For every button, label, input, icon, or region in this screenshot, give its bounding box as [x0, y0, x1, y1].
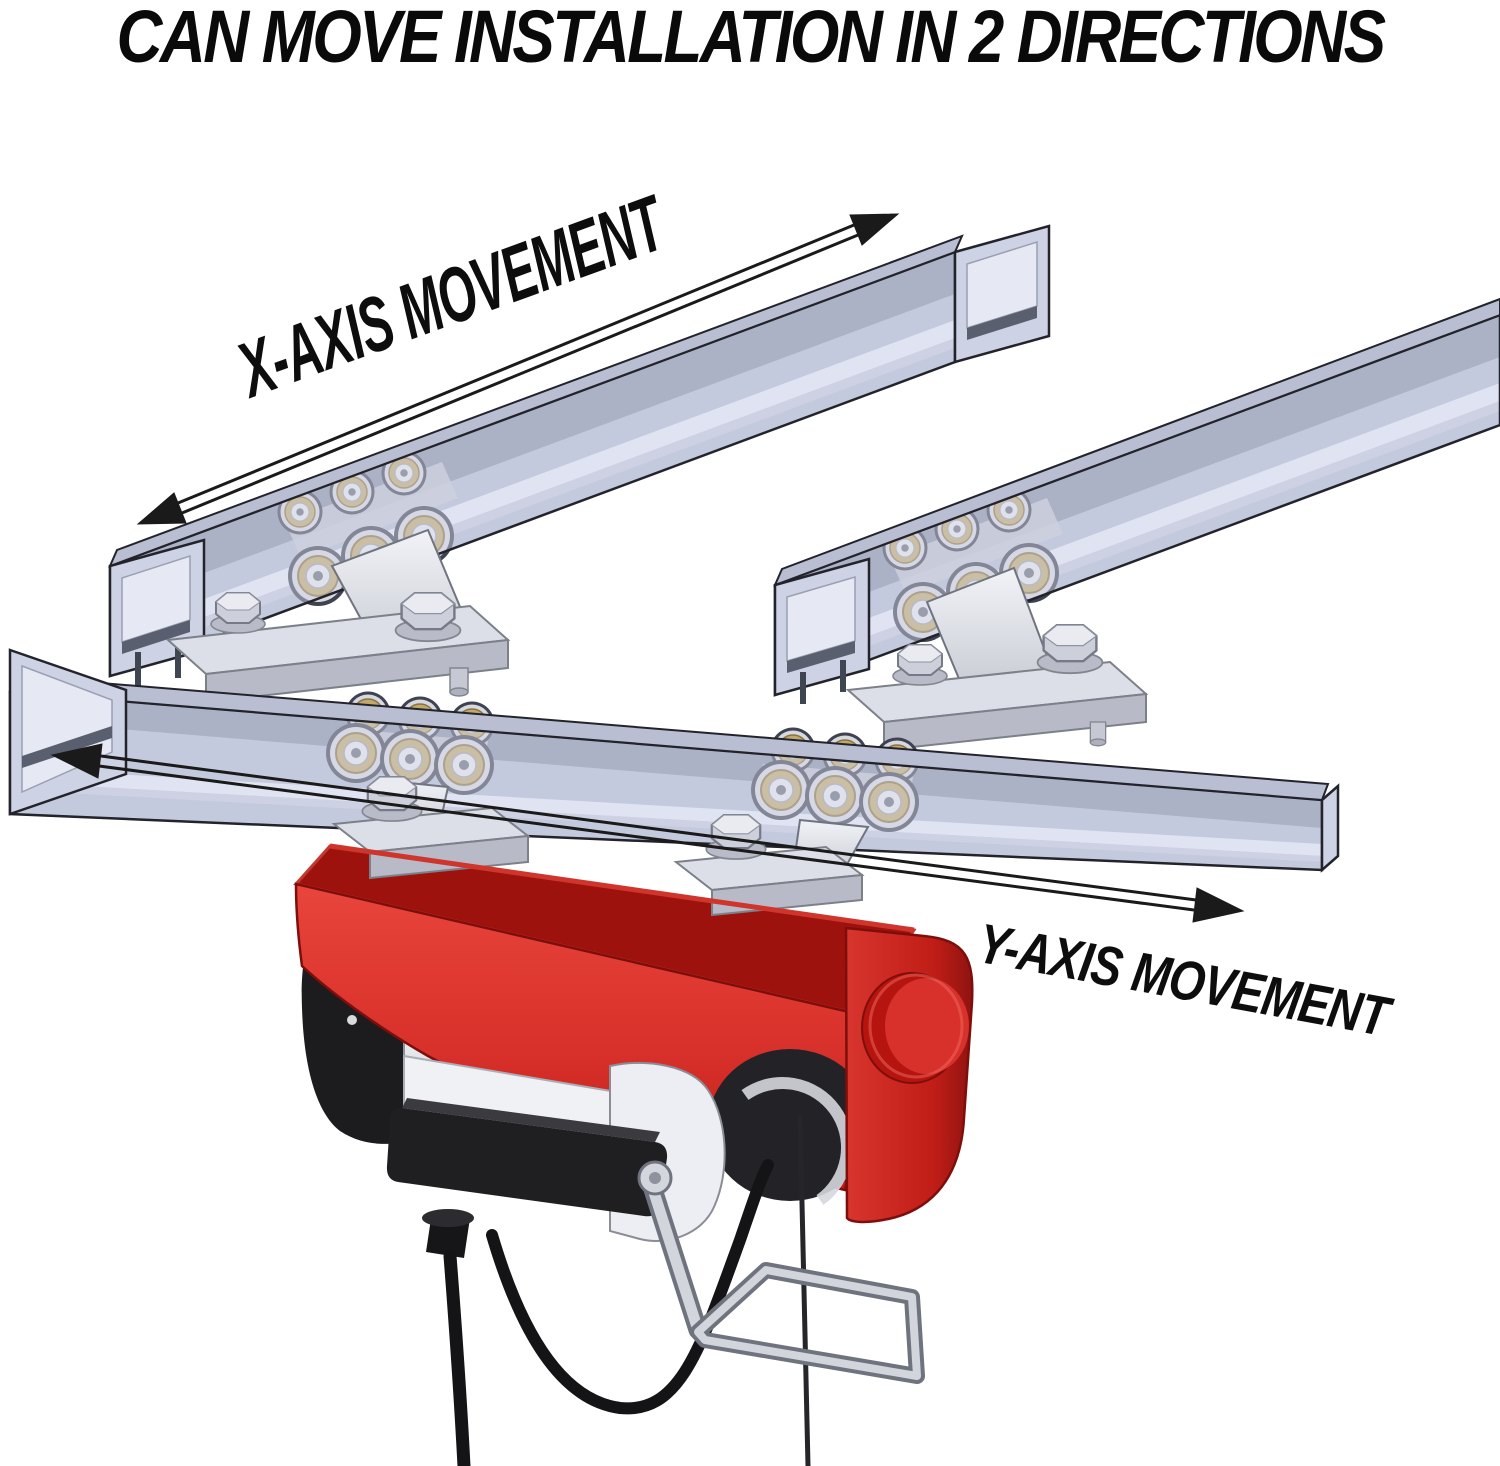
x-axis-rail-left [108, 224, 1051, 686]
wire-rope [797, 1114, 811, 1466]
trolley-mount-plate-left [165, 528, 511, 731]
y-axis-arrow [50, 743, 1245, 923]
trolley-mount-plate-right [845, 566, 1149, 779]
power-cable [443, 1159, 774, 1466]
page-title: CAN MOVE INSTALLATION IN 2 DIRECTIONS [116, 0, 1387, 78]
x-rail-trolley-left [276, 449, 458, 607]
limit-stop-lever [637, 1160, 925, 1384]
x-axis-arrow [136, 213, 900, 525]
junction-box [386, 1098, 668, 1258]
x-rail-trolley-right [881, 486, 1063, 643]
y-rail-trolley-front [325, 690, 496, 796]
electric-hoist-body [293, 775, 974, 1258]
y-rail-trolley-rear [750, 726, 921, 833]
